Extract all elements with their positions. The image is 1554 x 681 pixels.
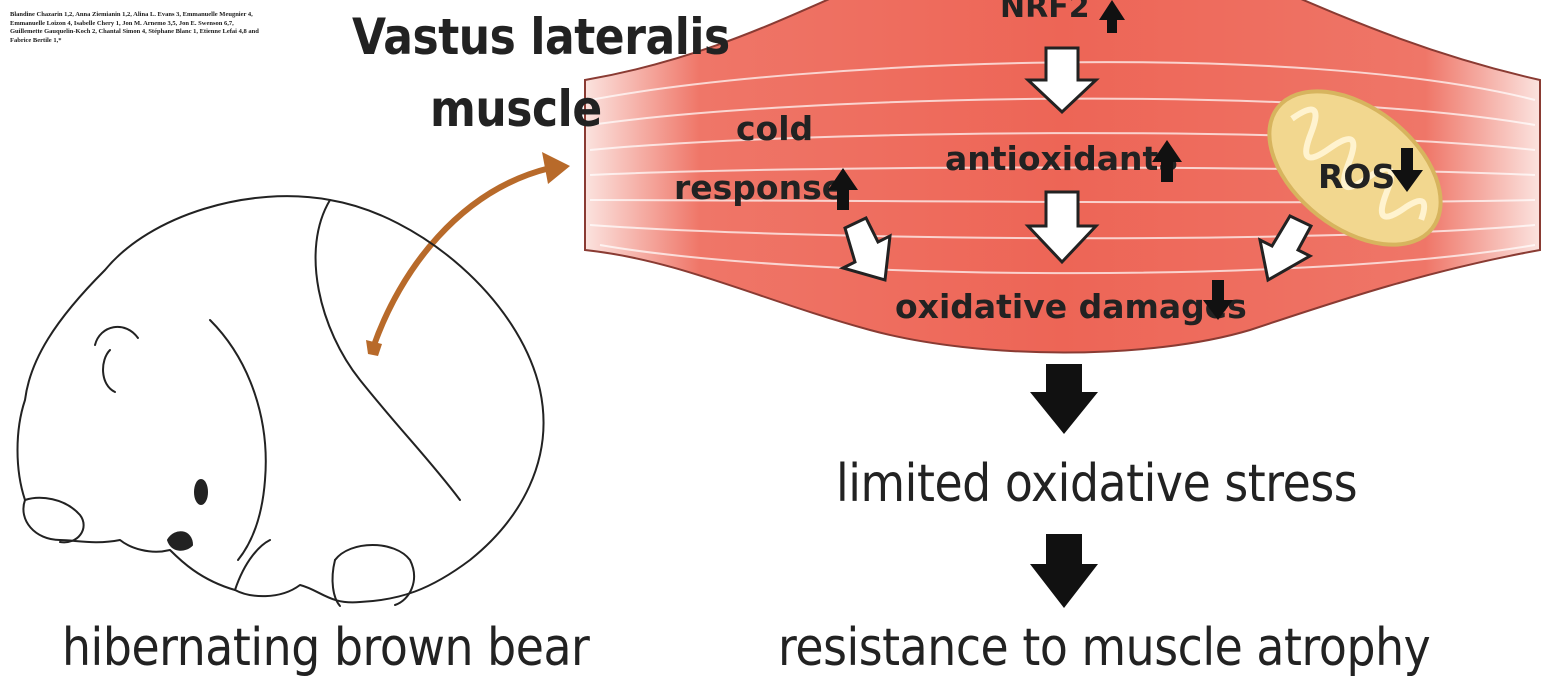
curved-arrow-head <box>542 152 570 184</box>
black-arrow-icon <box>1030 364 1098 434</box>
resistance-label: resistance to muscle atrophy <box>778 618 1430 678</box>
bear-caption: hibernating brown bear <box>62 618 589 678</box>
curved-arrow-icon <box>373 168 550 348</box>
curved-arrow-tail <box>366 340 382 356</box>
response-label: response <box>674 168 844 207</box>
ros-label: ROS <box>1318 157 1395 196</box>
oxidative-damages-label: oxidative damages <box>895 287 1247 326</box>
vastus-lateralis-title: Vastus lateralis <box>352 8 730 66</box>
bear-illustration <box>18 196 544 606</box>
limited-stress-label: limited oxidative stress <box>836 454 1357 514</box>
black-arrow-icon <box>1030 534 1098 608</box>
nrf2-label: NRF2 <box>1000 0 1090 25</box>
cold-label: cold <box>736 109 813 148</box>
muscle-title: muscle <box>430 80 602 138</box>
antioxidants-label: antioxidants <box>945 139 1178 178</box>
